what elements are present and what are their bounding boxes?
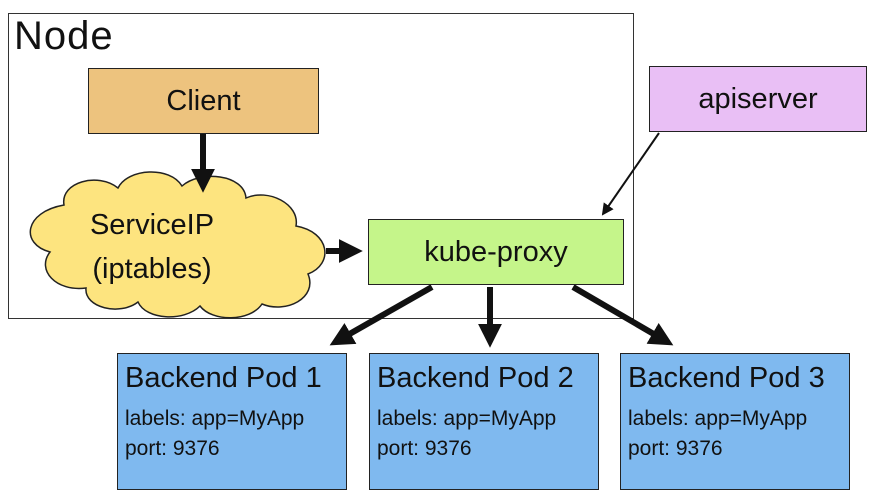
client-label: Client [166, 84, 241, 117]
service-ip-label-line2: (iptables) [92, 253, 212, 285]
client-box: Client [88, 68, 319, 134]
pod-title: Backend Pod 2 [377, 362, 574, 394]
kube-proxy-box: kube-proxy [368, 219, 624, 285]
node-title: Node [14, 14, 114, 58]
apiserver-label: apiserver [698, 82, 818, 115]
service-ip-cloud [29, 171, 326, 319]
arrow-kube-proxy-to-pod-3 [571, 284, 674, 346]
backend-pod-1: Backend Pod 1 labels: app=MyApp port: 93… [117, 353, 347, 490]
pod-port: port: 9376 [377, 437, 472, 460]
pod-title: Backend Pod 1 [125, 362, 322, 394]
pod-labels: labels: app=MyApp [377, 407, 557, 430]
backend-pod-3: Backend Pod 3 labels: app=MyApp port: 93… [620, 353, 850, 490]
arrow-kube-proxy-to-pod-1 [329, 284, 434, 346]
service-ip-label-line1: ServiceIP [89, 209, 215, 241]
arrow-apiserver-to-kube-proxy [601, 132, 660, 216]
kube-proxy-label: kube-proxy [424, 235, 568, 268]
service-ip-label: ServiceIP (iptables) [42, 203, 262, 291]
apiserver-box: apiserver [649, 66, 867, 132]
pod-labels: labels: app=MyApp [125, 407, 305, 430]
pod-port: port: 9376 [628, 437, 723, 460]
pod-port: port: 9376 [125, 437, 220, 460]
pod-title: Backend Pod 3 [628, 362, 825, 394]
pod-labels: labels: app=MyApp [628, 407, 808, 430]
backend-pod-2: Backend Pod 2 labels: app=MyApp port: 93… [369, 353, 599, 490]
node-frame [8, 13, 634, 319]
